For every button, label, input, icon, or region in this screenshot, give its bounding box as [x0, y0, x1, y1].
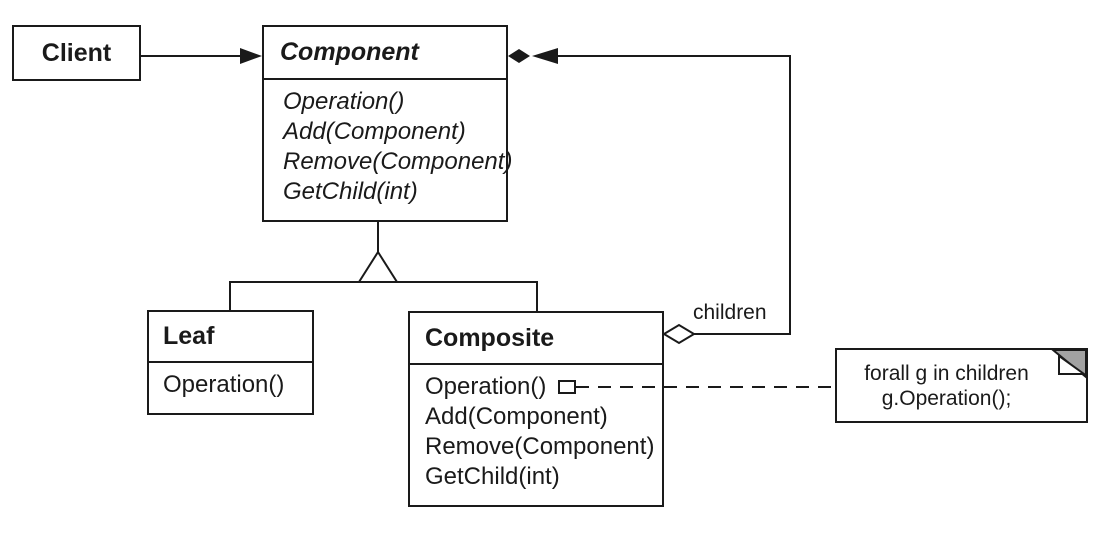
method-item: Add(Component)	[425, 403, 608, 430]
method-item: Add(Component)	[283, 118, 466, 145]
method-item: Operation()	[283, 88, 405, 115]
class-title-client: Client	[41, 38, 112, 67]
method-list-component: Operation() Add(Component) Remove(Compon…	[264, 80, 513, 207]
aggregation-children	[508, 48, 791, 345]
method-item: Operation()	[425, 373, 547, 400]
note-text-line: forall g in children	[864, 362, 1029, 385]
class-header-component: Component	[264, 27, 506, 80]
method-item: Remove(Component)	[425, 433, 655, 460]
class-header-leaf: Leaf	[149, 312, 312, 363]
navigability-arrow-icon	[240, 48, 262, 64]
children-association-label: children	[693, 301, 767, 324]
class-box-client: Client	[12, 25, 141, 81]
inheritance-triangle-icon	[357, 250, 399, 283]
method-item: Remove(Component)	[283, 148, 513, 175]
class-header-composite: Composite	[410, 313, 662, 365]
aggregation-diamond-icon	[662, 323, 696, 345]
method-item: GetChild(int)	[283, 178, 418, 205]
class-title-leaf: Leaf	[163, 322, 215, 350]
class-box-composite: Composite Operation() Add(Component) Rem…	[408, 311, 664, 507]
class-title-composite: Composite	[425, 323, 555, 352]
class-box-component: Component Operation() Add(Component) Rem…	[262, 25, 513, 222]
class-box-leaf: Leaf Operation()	[147, 310, 314, 415]
arrow-diamond-tip-icon	[508, 49, 530, 63]
note-text-line: g.Operation();	[881, 387, 1012, 410]
association-client-component	[141, 48, 262, 64]
method-list-leaf: Operation()	[149, 363, 312, 400]
method-list-composite: Operation() Add(Component) Remove(Compon…	[410, 365, 662, 492]
method-item: GetChild(int)	[425, 463, 560, 490]
note-box: forall g in children g.Operation();	[835, 348, 1088, 423]
method-item: Operation()	[163, 371, 285, 398]
navigability-arrow-icon	[532, 48, 558, 64]
class-title-component: Component	[280, 38, 419, 66]
generalization-leaf-composite	[229, 222, 538, 312]
